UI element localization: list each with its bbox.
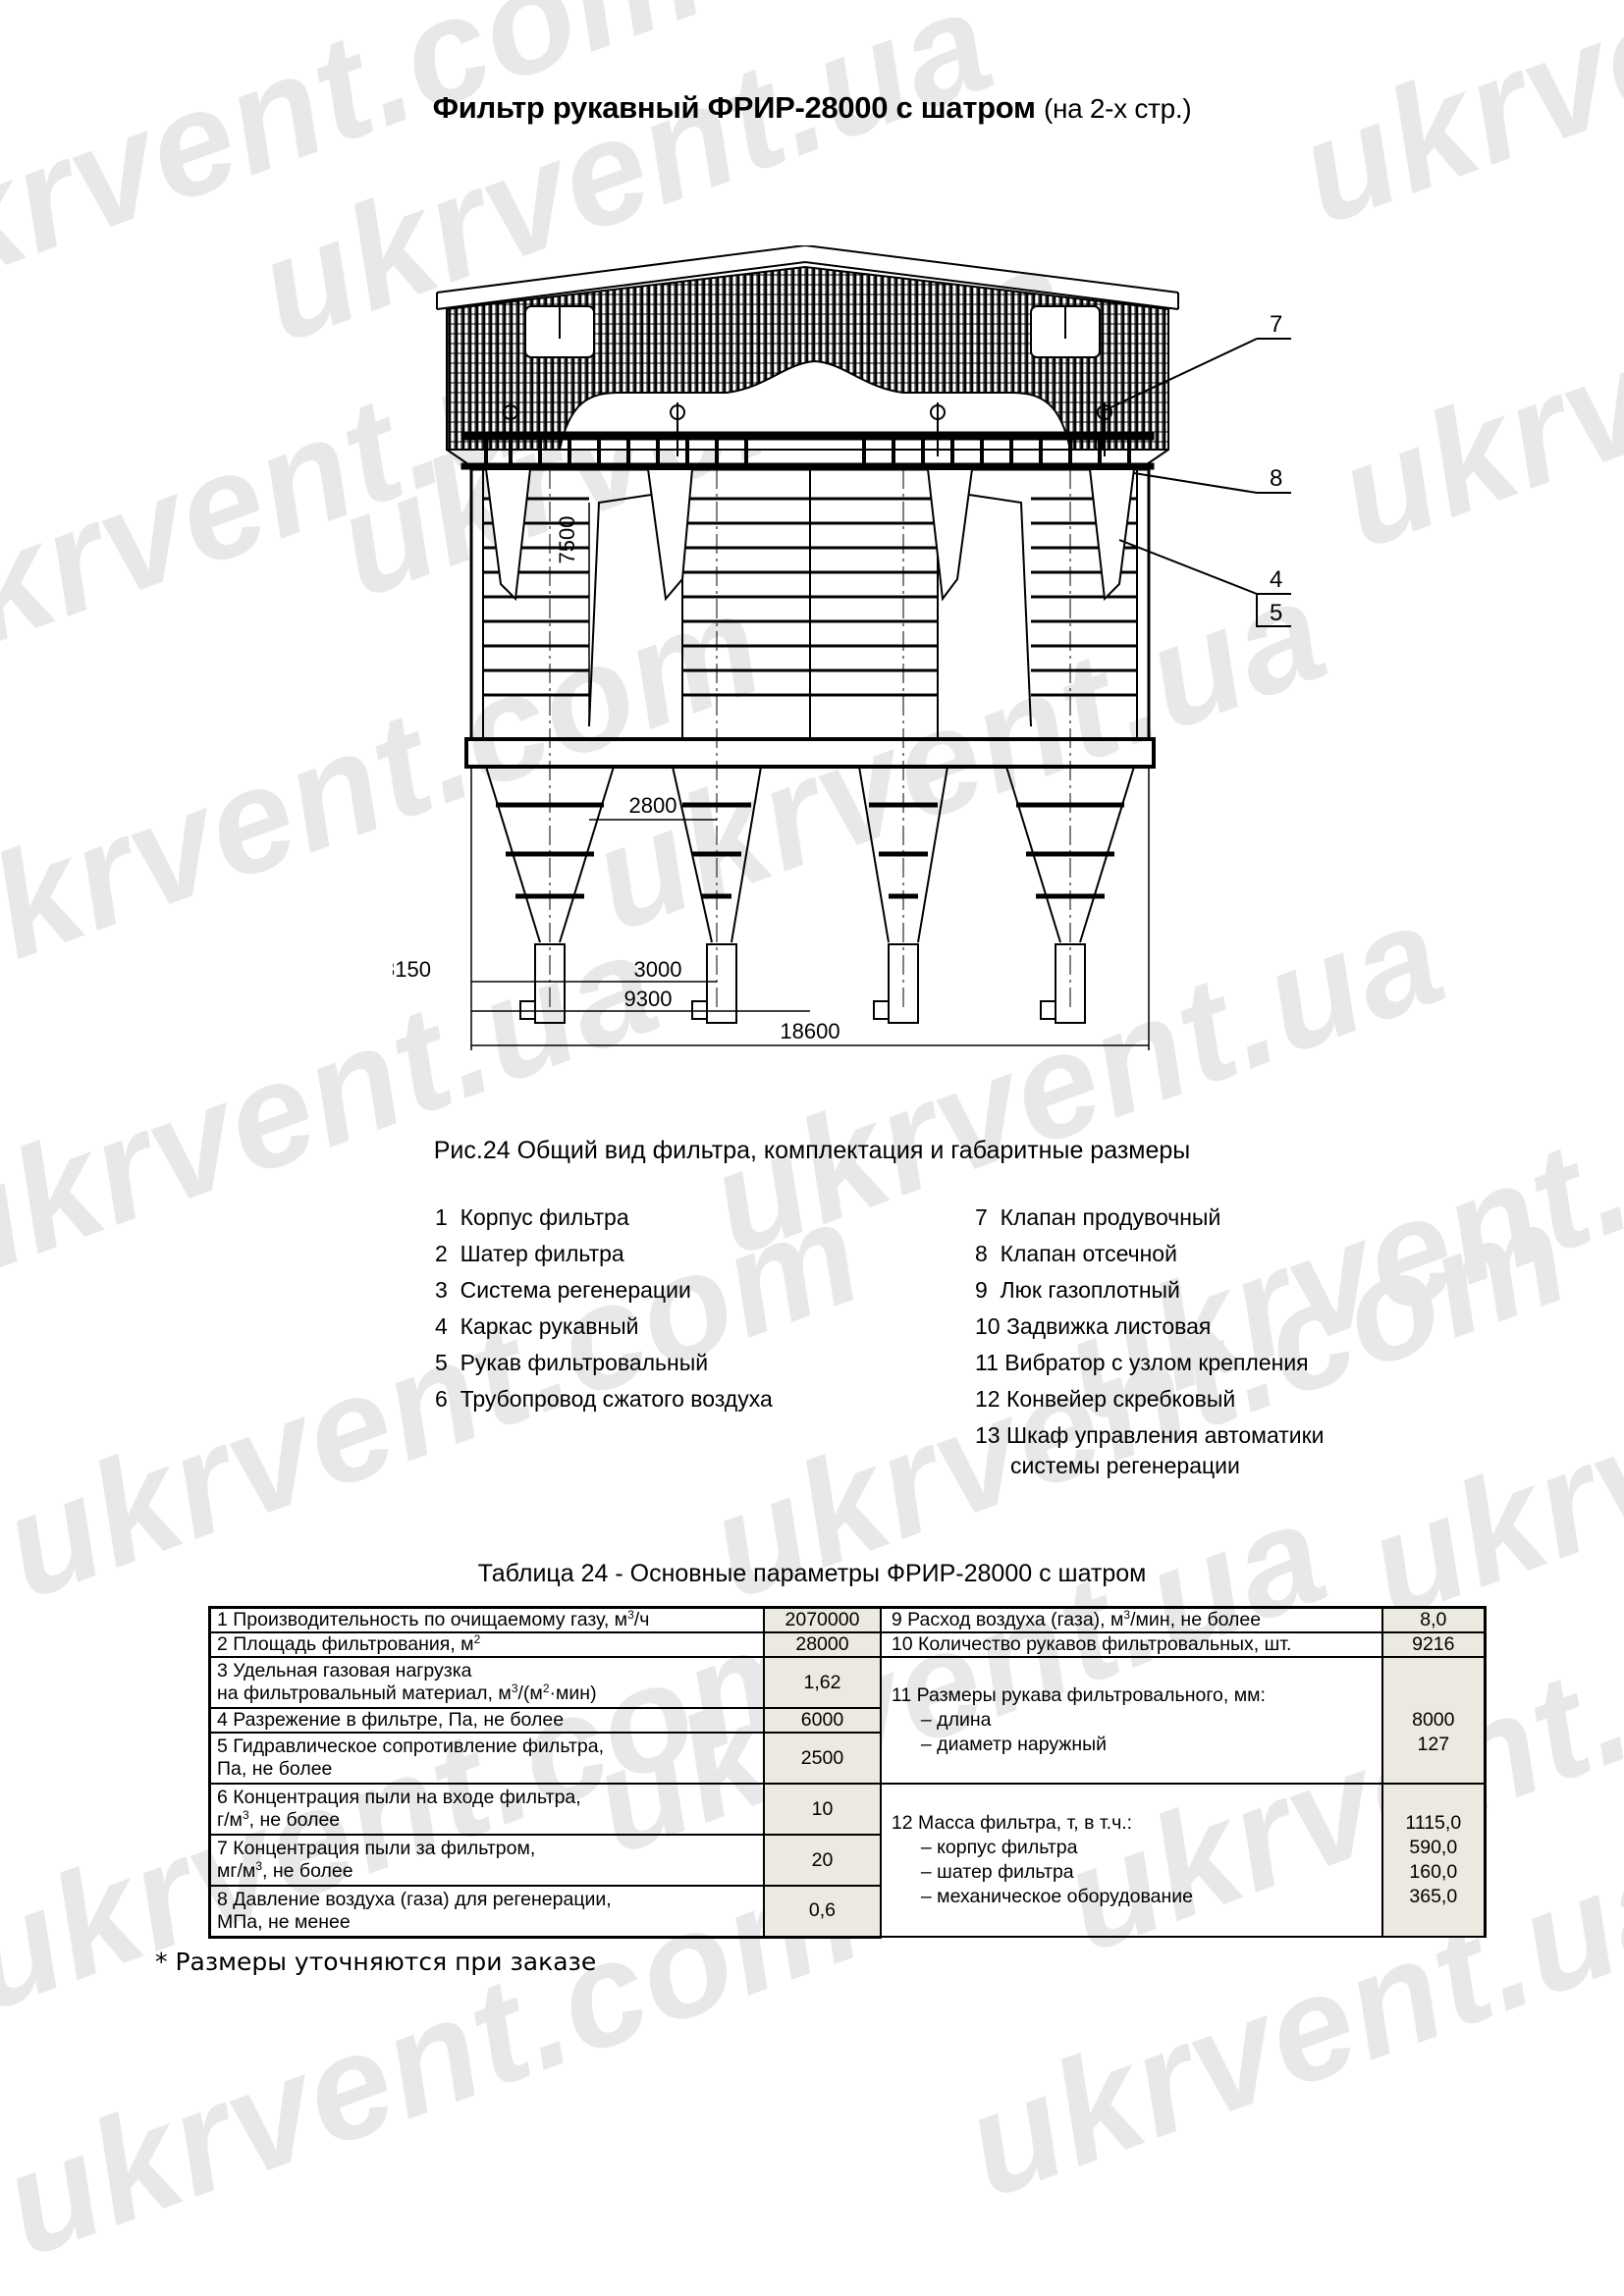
- param-label: 5 Гидравлическое сопротивление фильтра,П…: [208, 1732, 766, 1785]
- param-value: 6000: [763, 1707, 882, 1734]
- page-title-subtitle: (на 2-х стр.): [1043, 93, 1192, 124]
- legend-item: 1 Корпус фильтра: [435, 1204, 629, 1230]
- param-label: 4 Разрежение в фильтре, Па, не более: [208, 1707, 766, 1734]
- parameters-table: 1 Производительность по очищаемому газу,…: [208, 1606, 1487, 1939]
- param-label: 2 Площадь фильтрования, м2: [208, 1631, 766, 1658]
- legend-item: 10 Задвижка листовая: [975, 1313, 1212, 1339]
- table-row: 8 Давление воздуха (газа) для регенераци…: [208, 1885, 1486, 1939]
- page-title: Фильтр рукавный ФРИР-28000 с шатром (на …: [0, 90, 1624, 126]
- legend-item: 12 Конвейер скребковый: [975, 1386, 1236, 1412]
- legend-item: 11 Вибратор с узлом крепления: [975, 1350, 1309, 1375]
- components-legend-right: 7 Клапан продувочный 8 Клапан отсечной 9…: [975, 1200, 1325, 1484]
- filter-general-view-drawing: 7500 2800 3150 3000 9300 18600 7: [383, 243, 1326, 1080]
- filter-housing: [464, 467, 1156, 1011]
- legend-item: 4 Каркас рукавный: [435, 1313, 639, 1339]
- page-title-main: Фильтр рукавный ФРИР-28000 с шатром: [432, 90, 1036, 125]
- param-value: 1,62: [763, 1656, 882, 1709]
- callout-5: 5: [1270, 600, 1282, 626]
- table-row: 7 Концентрация пыли за фильтром,мг/м3, н…: [208, 1834, 1486, 1887]
- legend-item: 6 Трубопровод сжатого воздуха: [435, 1386, 773, 1412]
- part-callouts: 7 8 4 5: [1104, 311, 1291, 627]
- param-value: 2070000: [763, 1606, 882, 1633]
- legend-item: 7 Клапан продувочный: [975, 1204, 1221, 1230]
- roof-canopy: [436, 243, 1179, 467]
- dim-9300-label: 9300: [624, 987, 673, 1011]
- dim-18600-label: 18600: [780, 1019, 839, 1043]
- param-label: 6 Концентрация пыли на входе фильтра,г/м…: [208, 1783, 766, 1836]
- components-legend-left: 1 Корпус фильтра 2 Шатер фильтра 3 Систе…: [435, 1200, 773, 1417]
- table-caption: Таблица 24 - Основные параметры ФРИР-280…: [477, 1560, 1147, 1587]
- param-label: 7 Концентрация пыли за фильтром,мг/м3, н…: [208, 1834, 766, 1887]
- table-row: 5 Гидравлическое сопротивление фильтра,П…: [208, 1732, 1486, 1785]
- table-row: 4 Разрежение в фильтре, Па, не более 600…: [208, 1707, 1486, 1734]
- dim-7500-label: 7500: [555, 516, 579, 564]
- legend-item: 8 Клапан отсечной: [975, 1241, 1177, 1266]
- legend-item: 9 Люк газоплотный: [975, 1277, 1180, 1303]
- param-value: 0,6: [763, 1885, 882, 1939]
- dim-3000-label: 3000: [634, 957, 682, 982]
- param-value: 20: [763, 1834, 882, 1887]
- param-value: 10: [763, 1783, 882, 1836]
- param-value: 1115,0 590,0 160,0 365,0: [1380, 1783, 1487, 1938]
- table-row: 1 Производительность по очищаемому газу,…: [208, 1606, 1487, 1633]
- param-label: 1 Производительность по очищаемому газу,…: [208, 1606, 766, 1633]
- dim-3150-label: 3150: [393, 957, 431, 982]
- param-value: 28000: [763, 1631, 882, 1658]
- figure-caption: Рис.24 Общий вид фильтра, комплектация и…: [433, 1137, 1191, 1164]
- legend-item: 3 Система регенерации: [435, 1277, 691, 1303]
- param-label: 8 Давление воздуха (газа) для регенераци…: [208, 1885, 766, 1939]
- legend-item: 2 Шатер фильтра: [435, 1241, 624, 1266]
- legend-item: 5 Рукав фильтровальный: [435, 1350, 709, 1375]
- dimension-lines: 7500 2800 3150 3000 9300 18600: [383, 503, 1150, 1050]
- param-label: 12 Масса фильтра, т, в т.ч.: – корпус фи…: [879, 1783, 1383, 1938]
- table-row: 6 Концентрация пыли на входе фильтра,г/м…: [208, 1783, 1487, 1938]
- param-value: 8000 127: [1380, 1656, 1487, 1785]
- param-label: 9 Расход воздуха (газа), м3/мин, не боле…: [879, 1606, 1383, 1633]
- callout-4: 4: [1270, 566, 1282, 593]
- param-label: 10 Количество рукавов фильтровальных, шт…: [879, 1631, 1383, 1658]
- param-value: 9216: [1380, 1631, 1487, 1658]
- hoppers: [485, 766, 1135, 1024]
- callout-8: 8: [1270, 465, 1282, 492]
- dim-2800-label: 2800: [629, 793, 677, 818]
- param-value: 8,0: [1380, 1606, 1487, 1633]
- callout-7: 7: [1270, 311, 1282, 338]
- param-label: 11 Размеры рукава фильтровального, мм: –…: [879, 1656, 1383, 1785]
- table-row: 2 Площадь фильтрования, м2 28000 10 Коли…: [208, 1631, 1487, 1658]
- footnote: * Размеры уточняются при заказе: [155, 1948, 597, 1976]
- param-value: 2500: [763, 1732, 882, 1785]
